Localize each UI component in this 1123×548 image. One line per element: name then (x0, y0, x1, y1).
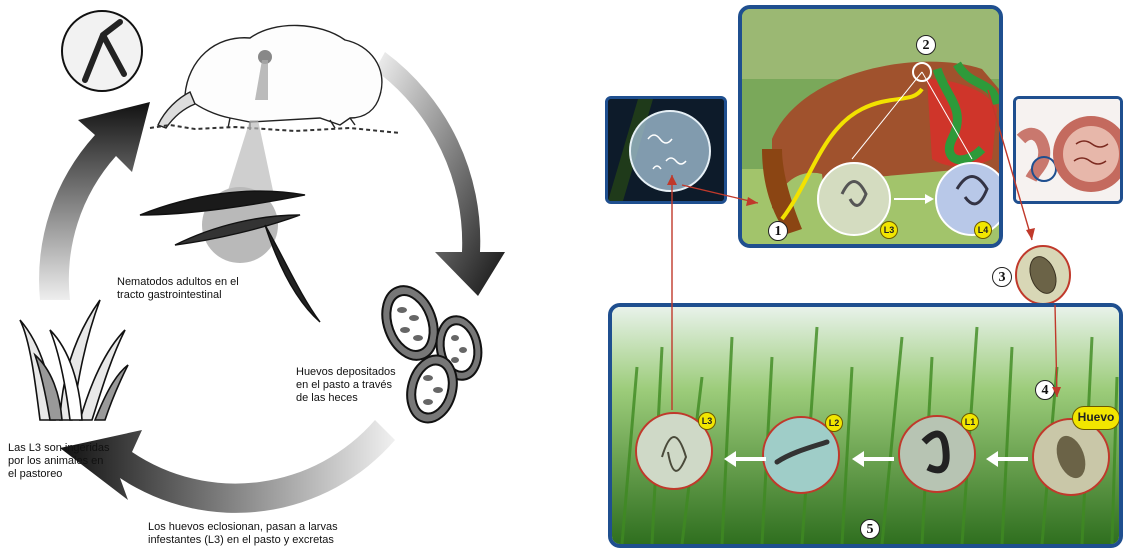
larva-magnified-inset (62, 11, 142, 91)
cycle-arrow-left (39, 102, 150, 300)
grass-illustration (20, 300, 128, 420)
ground-scribbles (150, 125, 400, 133)
label-line: Nematodos adultos en el (117, 276, 239, 289)
cycle-arrow-right (375, 52, 505, 296)
left-life-cycle-diagram: Nematodos adultos en el tracto gastroint… (0, 0, 560, 548)
label-line: el pastoreo (8, 468, 110, 481)
label-line: infestantes (L3) en el pasto y excretas (148, 534, 338, 547)
label-line: por los animales en (8, 455, 110, 468)
label-adult-nematodes: Nematodos adultos en el tracto gastroint… (117, 276, 239, 302)
label-l3-ingested: Las L3 son ingeridas por los animales en… (8, 442, 110, 481)
label-eggs-deposited: Huevos depositados en el pasto a través … (296, 366, 396, 405)
label-line: Huevos depositados (296, 366, 396, 379)
red-connector-arrows (600, 0, 1123, 548)
label-line: en el pasto a través (296, 379, 396, 392)
cycle-arrow-bottom (60, 420, 395, 513)
right-life-cycle-diagram: 1 2 L3 L4 3 (600, 0, 1123, 548)
label-line: de las heces (296, 392, 396, 405)
eggs-illustration (373, 278, 487, 428)
label-line: Los huevos eclosionan, pasan a larvas (148, 521, 338, 534)
label-eggs-hatch: Los huevos eclosionan, pasan a larvas in… (148, 521, 338, 547)
label-line: tracto gastrointestinal (117, 289, 239, 302)
sheep-illustration (158, 25, 382, 130)
label-line: Las L3 son ingeridas (8, 442, 110, 455)
